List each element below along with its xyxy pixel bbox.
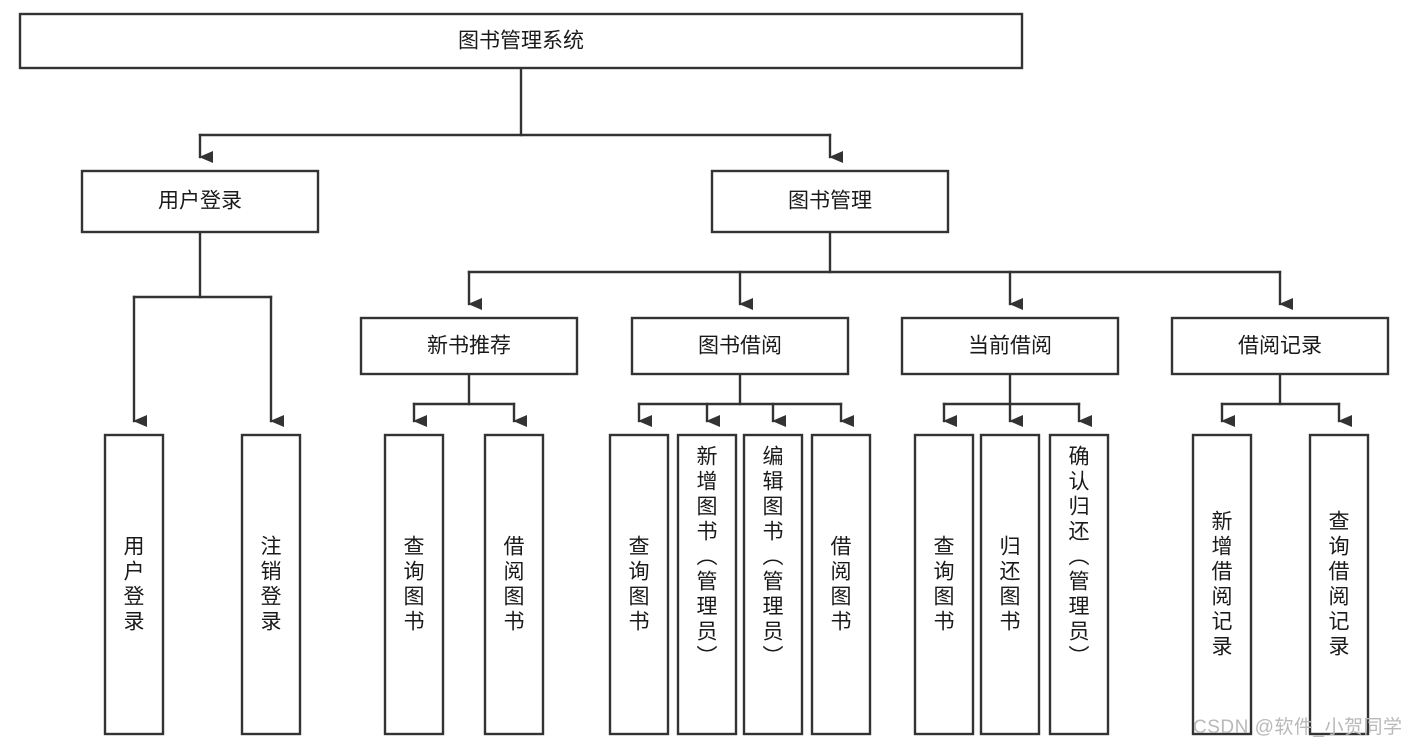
node-box-leaf-query-book-1[interactable] (383, 433, 445, 736)
node-box-borrow-record[interactable] (1170, 316, 1390, 376)
node-label-book-borrow: 图书借阅 (698, 335, 782, 358)
node-label-new-book-recommend: 新书推荐 (427, 335, 511, 358)
connector-layer (132, 66, 1352, 427)
node-box-leaf-add-book-admin[interactable] (676, 433, 738, 736)
watermark-text: CSDN @软件_小贺同学 (1193, 717, 1403, 738)
node-box-leaf-return-book[interactable] (979, 433, 1041, 736)
node-box-leaf-query-book-2[interactable] (608, 433, 670, 736)
node-box-leaf-user-login[interactable] (103, 433, 165, 736)
node-box-leaf-confirm-return[interactable] (1048, 433, 1110, 736)
node-box-book-borrow[interactable] (630, 316, 850, 376)
node-box-leaf-borrow-book-2[interactable] (810, 433, 872, 736)
node-box-leaf-add-borrow-record[interactable] (1191, 433, 1253, 736)
node-box-leaf-user-logout[interactable] (240, 433, 302, 736)
node-box-leaf-edit-book-admin[interactable] (742, 433, 804, 736)
node-box-leaf-borrow-book-1[interactable] (483, 433, 545, 736)
node-box-user-login[interactable] (80, 169, 320, 234)
node-box-current-borrow[interactable] (900, 316, 1120, 376)
node-label-user-login: 用户登录 (158, 190, 242, 213)
node-box-book-manage[interactable] (710, 169, 950, 234)
node-box-leaf-query-borrow-record[interactable] (1308, 433, 1370, 736)
node-box-leaf-query-book-3[interactable] (913, 433, 975, 736)
node-label-borrow-record: 借阅记录 (1238, 335, 1322, 358)
node-box-root[interactable] (18, 12, 1024, 70)
node-label-current-borrow: 当前借阅 (968, 335, 1052, 358)
node-label-root: 图书管理系统 (458, 30, 584, 53)
node-layer: 图书管理系统 用户登录 图书管理 新书推荐 图书借阅 当前借阅 借阅记录 (18, 12, 1390, 736)
node-label-book-manage: 图书管理 (788, 190, 872, 213)
node-box-new-book-recommend[interactable] (359, 316, 579, 376)
